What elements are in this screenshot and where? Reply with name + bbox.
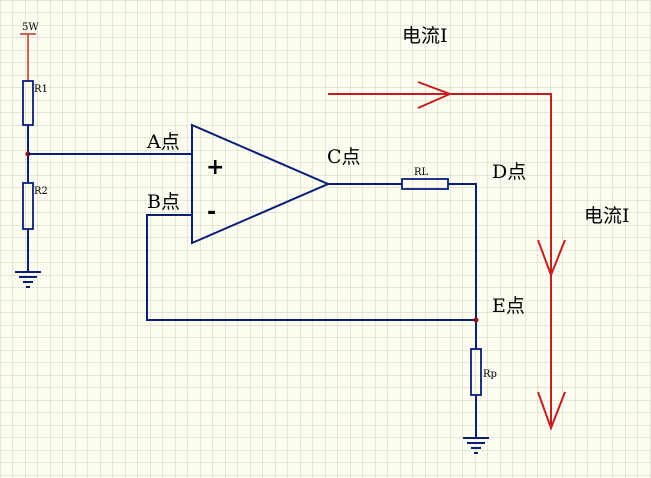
ground-symbol-right <box>463 437 489 454</box>
d-to-rp-wire <box>448 183 477 349</box>
arrowhead-right-icon <box>417 81 453 109</box>
arrowhead-down-icon <box>537 239 566 278</box>
rl-label: RL <box>414 167 429 178</box>
current-path <box>328 93 552 428</box>
current-label-top: 电流I <box>402 25 448 47</box>
rp-label: Rp <box>483 369 497 380</box>
feedback-wire <box>146 214 476 321</box>
node-b-label: B点 <box>147 191 180 213</box>
arrowhead-down-icon-2 <box>537 391 566 431</box>
r2-label: R2 <box>34 186 48 197</box>
op-amp-triangle <box>191 123 331 245</box>
minus-sign: - <box>207 200 216 225</box>
op-amp: + - <box>191 123 331 245</box>
node-e-junction <box>473 317 479 323</box>
plus-sign: + <box>206 155 224 180</box>
current-label-right: 电流I <box>584 205 630 227</box>
node-e-label: E点 <box>492 295 525 317</box>
node-c-label: C点 <box>327 146 361 168</box>
node-a-label: A点 <box>146 131 180 153</box>
current-flow: 电流I 电流I <box>328 25 630 431</box>
node-d-label: D点 <box>492 161 526 183</box>
ground-symbol-left <box>15 271 41 288</box>
r1-label: R1 <box>34 84 48 95</box>
supply-label: 5W <box>22 22 39 33</box>
